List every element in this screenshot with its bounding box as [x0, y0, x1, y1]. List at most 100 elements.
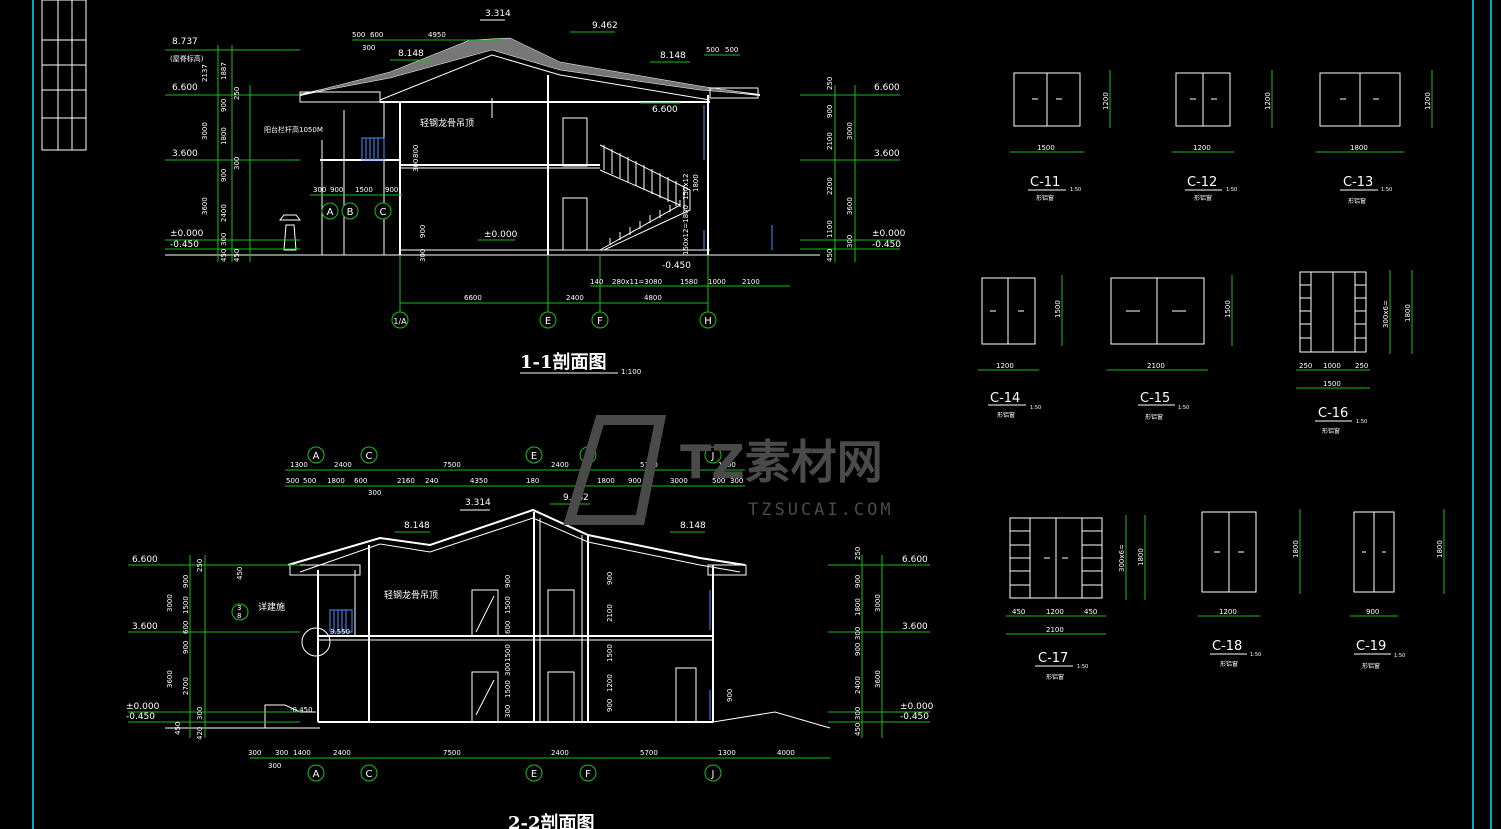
- svg-text:250: 250: [854, 547, 862, 560]
- svg-text:C-13: C-13: [1343, 175, 1373, 190]
- svg-text:2100: 2100: [1046, 626, 1064, 634]
- window-c-16: 250 1000 250 1500 300x6= 1800 C-16 1:50 …: [1296, 270, 1413, 435]
- svg-text:450: 450: [174, 722, 182, 735]
- svg-text:250: 250: [1299, 362, 1312, 370]
- svg-text:900: 900: [330, 186, 343, 194]
- svg-text:1400: 1400: [293, 749, 311, 757]
- window-schedule: 1500 1200 C-11 1:50 形铝窗 1200 1200 C-12 1…: [978, 70, 1445, 681]
- svg-text:500: 500: [725, 46, 738, 54]
- svg-text:2100: 2100: [606, 604, 614, 622]
- svg-text:1200: 1200: [1219, 608, 1237, 616]
- svg-text:450: 450: [233, 249, 241, 262]
- svg-text:150x12=1800: 150x12=1800: [682, 205, 690, 255]
- svg-text:E: E: [545, 316, 551, 327]
- svg-text:300: 300: [196, 707, 204, 720]
- svg-text:800: 800: [412, 145, 420, 158]
- stair: [599, 144, 691, 251]
- svg-text:2400: 2400: [334, 461, 352, 469]
- svg-text:3000: 3000: [846, 122, 854, 140]
- svg-text:240: 240: [425, 477, 438, 485]
- svg-text:J: J: [711, 451, 715, 462]
- svg-text:1:50: 1:50: [1250, 652, 1261, 658]
- svg-text:1800: 1800: [220, 127, 228, 145]
- svg-text:形铝窗: 形铝窗: [1046, 673, 1064, 681]
- bottom-dims-2: 300 300 1400 2400 7500 2400 5700 1300 40…: [248, 749, 795, 770]
- svg-text:8.148: 8.148: [404, 521, 430, 531]
- svg-text:F: F: [597, 316, 603, 327]
- balcony-rail-2: [329, 609, 353, 633]
- svg-text:1200: 1200: [606, 674, 614, 692]
- right-vertical-dims: 250 900 2100 3000 2200 3600 1100 450 300: [826, 77, 854, 262]
- svg-text:1100: 1100: [826, 220, 834, 238]
- note-rail: 阳台栏杆高1050M: [264, 125, 323, 134]
- window-c-12: 1200 1200 C-12 1:50 形铝窗: [1172, 70, 1273, 202]
- svg-text:3000: 3000: [874, 594, 882, 612]
- svg-text:1500: 1500: [1054, 300, 1062, 318]
- svg-text:500: 500: [286, 477, 299, 485]
- dims-row1: 1300 2400 7500 2400 5700 1300: [290, 461, 736, 469]
- svg-text:140: 140: [590, 278, 603, 286]
- roof-tiles: [299, 37, 761, 96]
- svg-text:250: 250: [196, 559, 204, 572]
- mark-9462: 9.462: [592, 21, 618, 31]
- section-2-2: A C E F J 1300 2400 7500 2400 5700 1300 …: [126, 446, 934, 829]
- svg-text:3600: 3600: [166, 670, 174, 688]
- svg-text:3.600: 3.600: [902, 622, 928, 632]
- svg-text:6.600: 6.600: [652, 105, 678, 115]
- svg-text:900: 900: [220, 169, 228, 182]
- svg-text:1000: 1000: [1323, 362, 1341, 370]
- svg-text:4800: 4800: [644, 294, 662, 302]
- svg-text:1580: 1580: [680, 278, 698, 286]
- svg-text:2400: 2400: [551, 749, 569, 757]
- svg-text:2200: 2200: [826, 177, 834, 195]
- svg-text:3000: 3000: [201, 122, 209, 140]
- axes-bottom-2: A C E F J: [307, 764, 722, 782]
- right-vdims-2: 250 900 1800 3000 300 900 2400 3600 300 …: [854, 547, 882, 736]
- svg-text:F: F: [585, 769, 591, 780]
- svg-text:450: 450: [1012, 608, 1025, 616]
- svg-text:形铝窗: 形铝窗: [1322, 427, 1340, 435]
- note-detail: 详建施: [258, 601, 285, 613]
- svg-text:300: 300: [854, 627, 862, 640]
- svg-text:8.148: 8.148: [660, 51, 686, 61]
- svg-text:1000: 1000: [708, 278, 726, 286]
- svg-text:C: C: [380, 207, 387, 218]
- svg-text:±0.000: ±0.000: [484, 230, 518, 240]
- window-c-19: 900 1800 C-19 1:50 形铝窗: [1350, 509, 1445, 670]
- svg-text:300: 300: [854, 707, 862, 720]
- svg-text:300: 300: [368, 489, 381, 497]
- svg-text:1500: 1500: [504, 596, 512, 614]
- svg-text:H: H: [704, 316, 712, 327]
- svg-text:1200: 1200: [996, 362, 1014, 370]
- svg-text:3000: 3000: [166, 594, 174, 612]
- svg-text:C: C: [366, 769, 373, 780]
- svg-text:A: A: [327, 207, 334, 218]
- svg-text:900: 900: [606, 699, 614, 712]
- svg-text:J: J: [711, 769, 715, 780]
- elev-0-l: ±0.000: [170, 229, 204, 239]
- svg-text:300: 300: [248, 749, 261, 757]
- left-vertical-dims: 2137 1887 250 900 1800 3000 300 900 2400…: [201, 62, 241, 262]
- svg-text:300: 300: [504, 705, 512, 718]
- svg-text:450: 450: [220, 249, 228, 262]
- svg-text:420: 420: [196, 727, 204, 740]
- svg-text:C: C: [366, 451, 373, 462]
- elev-6600-l: 6.600: [172, 83, 198, 93]
- svg-text:6600: 6600: [464, 294, 482, 302]
- svg-text:-0.450: -0.450: [290, 706, 313, 714]
- svg-text:3000: 3000: [670, 477, 688, 485]
- drawing-frame: [32, 0, 1492, 829]
- balcony-rail: [361, 137, 385, 161]
- svg-text:1200: 1200: [1264, 92, 1272, 110]
- window-c-15: 2100 1500 C-15 1:50 形铝窗: [1107, 275, 1233, 421]
- interior-vdims-2: 900 1500 600 1500 300 1500 900 2100 1500…: [504, 572, 734, 718]
- svg-text:300: 300: [268, 762, 281, 770]
- svg-text:形铝窗: 形铝窗: [1220, 660, 1238, 668]
- svg-text:2400: 2400: [220, 204, 228, 222]
- svg-text:E: E: [531, 451, 537, 462]
- svg-text:1300: 1300: [718, 461, 736, 469]
- svg-text:2137: 2137: [201, 64, 209, 82]
- svg-text:形铝窗: 形铝窗: [1362, 662, 1380, 670]
- svg-text:C-15: C-15: [1140, 391, 1170, 406]
